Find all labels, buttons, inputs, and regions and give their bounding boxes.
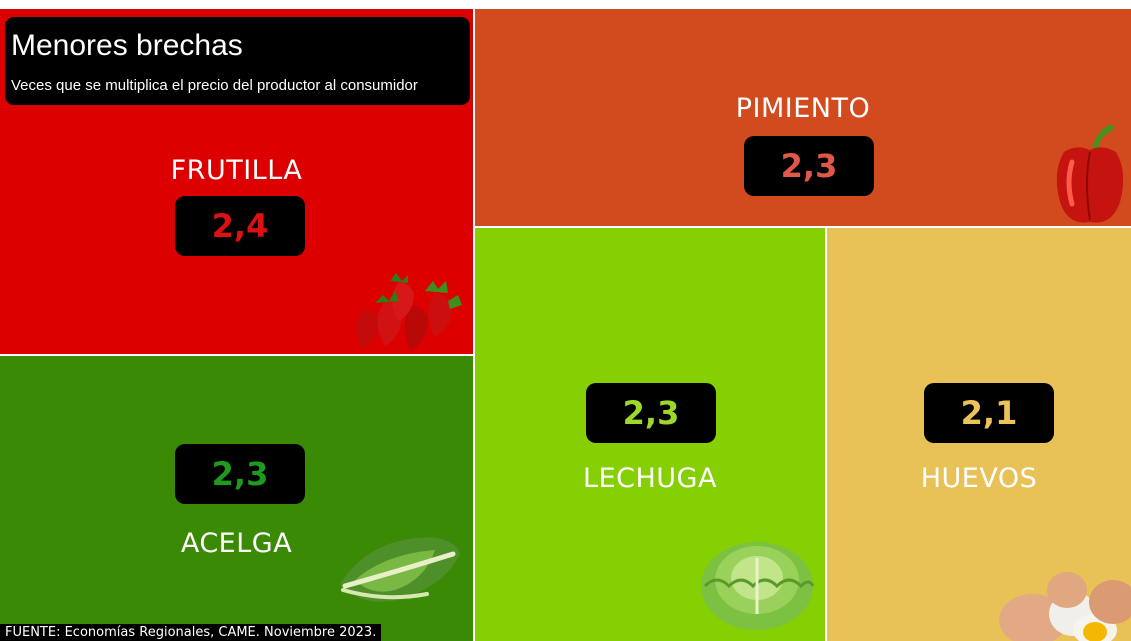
tile-huevos: HUEVOS 2,1 bbox=[827, 228, 1131, 641]
tile-value-frutilla: 2,4 bbox=[175, 196, 305, 256]
title-box: Menores brechas Veces que se multiplica … bbox=[5, 17, 470, 105]
tile-label-pimiento: PIMIENTO bbox=[735, 93, 871, 124]
tile-acelga: ACELGA 2,3 bbox=[0, 356, 473, 641]
chard-icon bbox=[335, 524, 465, 619]
tile-value-pimiento: 2,3 bbox=[744, 136, 874, 196]
tile-label-lechuga: LECHUGA bbox=[583, 463, 717, 494]
tile-value-acelga: 2,3 bbox=[175, 444, 305, 504]
source-note: FUENTE: Economías Regionales, CAME. Novi… bbox=[0, 624, 382, 641]
tile-value-huevos: 2,1 bbox=[924, 383, 1054, 443]
chart-title: Menores brechas bbox=[11, 29, 243, 62]
tile-label-acelga: ACELGA bbox=[180, 528, 293, 559]
tile-pimiento: PIMIENTO 2,3 bbox=[475, 9, 1131, 226]
lettuce-icon bbox=[697, 528, 817, 638]
chart-subtitle: Veces que se multiplica el precio del pr… bbox=[11, 77, 418, 94]
tile-label-huevos: HUEVOS bbox=[920, 463, 1038, 494]
tile-lechuga: LECHUGA 2,3 bbox=[475, 228, 825, 641]
strawberries-icon bbox=[340, 271, 470, 354]
red-pepper-icon bbox=[1050, 122, 1130, 226]
tile-label-frutilla: FRUTILLA bbox=[170, 155, 303, 186]
tile-value-lechuga: 2,3 bbox=[586, 383, 716, 443]
eggs-icon bbox=[995, 568, 1131, 641]
